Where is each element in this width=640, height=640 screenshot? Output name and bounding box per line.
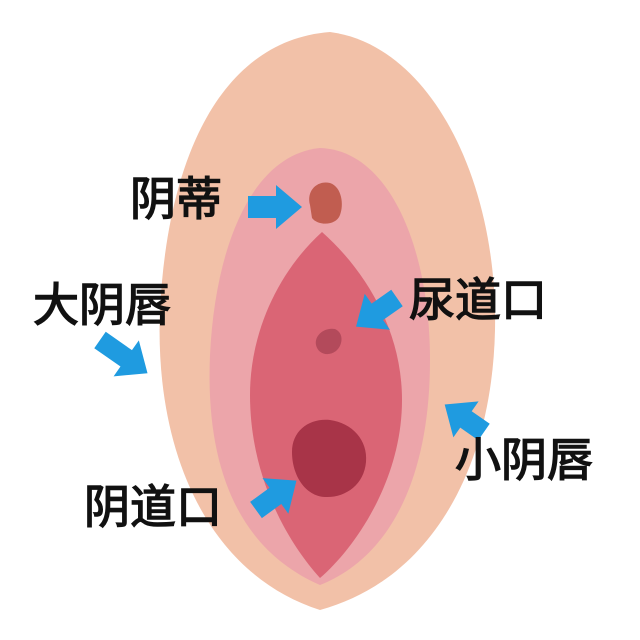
arrow-icon bbox=[444, 401, 490, 441]
label-urethral-opening: 尿道口 bbox=[409, 273, 547, 327]
label-vaginal-opening: 阴道口 bbox=[84, 480, 222, 534]
clitoris-shape bbox=[309, 182, 342, 224]
arrow-icon bbox=[356, 289, 403, 330]
label-labia-majora: 大阴唇 bbox=[33, 278, 171, 332]
arrow-icon bbox=[248, 185, 302, 229]
label-clitoris: 阴蒂 bbox=[130, 172, 222, 226]
vaginal-opening-shape bbox=[292, 419, 367, 498]
urethral-opening-shape bbox=[315, 328, 342, 355]
label-labia-minora: 小阴唇 bbox=[455, 433, 593, 487]
arrow-icon bbox=[94, 331, 148, 377]
arrow-icon bbox=[250, 478, 297, 519]
